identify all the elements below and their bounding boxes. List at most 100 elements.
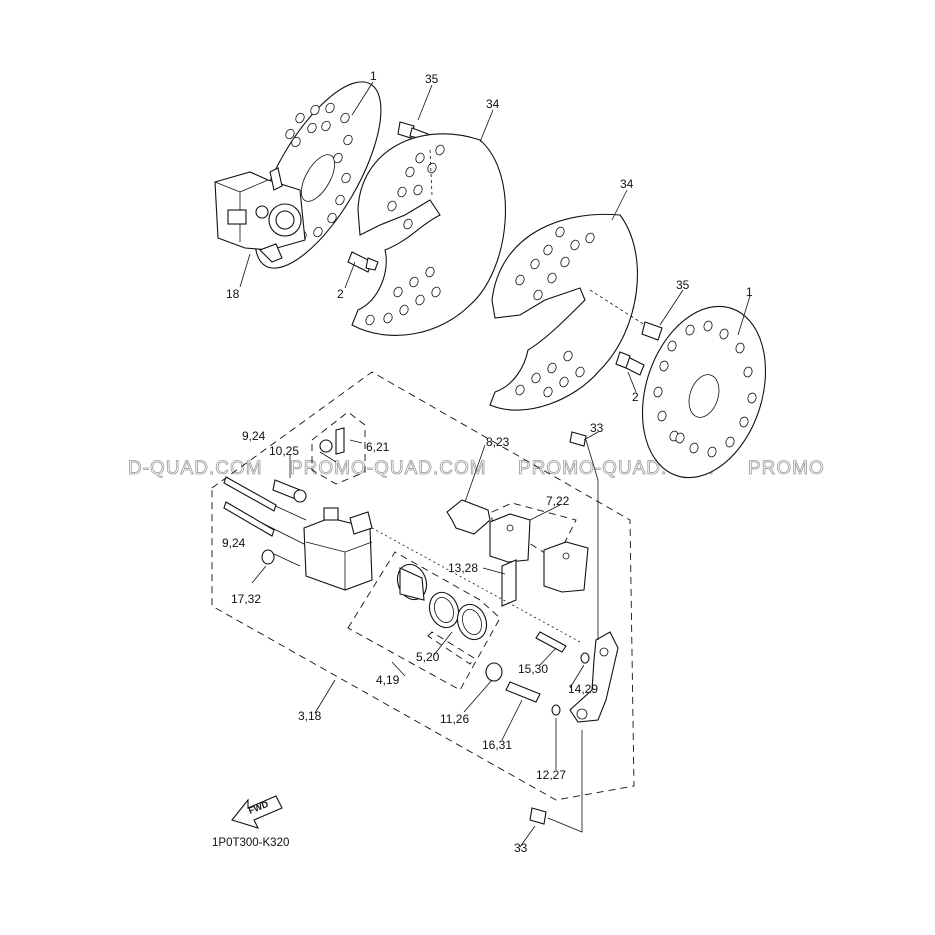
watermark-right: PROMO [748,458,825,479]
callout-17-32: 17,32 [231,592,261,606]
guard-bolt-right [589,289,663,341]
vent-hole [365,314,375,326]
caliper-assembly-top [214,167,306,263]
vent-hole [325,102,335,114]
callout-6-21: 6,21 [366,440,390,454]
callout-15-30: 15,30 [518,662,548,676]
callout-9-24-bottom: 9,24 [222,536,246,550]
callout-labels: 1 35 34 34 35 1 18 2 2 33 6,21 10,25 9,2… [222,69,753,855]
vent-hole [531,372,541,384]
caliper-piston [396,563,428,601]
callout-8-23: 8,23 [486,435,510,449]
disc-guard-left [351,133,506,336]
vent-hole [415,152,425,164]
vent-hole [530,258,540,270]
vent-hole [747,392,757,404]
vent-hole [343,134,353,146]
callout-1-top: 1 [370,69,377,83]
disc-bolt-left [347,251,379,273]
callout-16-31: 16,31 [482,738,512,752]
vent-hole [735,342,745,354]
callout-5-20: 5,20 [416,650,440,664]
vent-hole [295,112,305,124]
callout-33-top: 33 [590,421,604,435]
vent-hole [725,436,735,448]
vent-hole [413,184,423,196]
vent-hole [415,294,425,306]
vent-hole [387,200,397,212]
callout-2-left: 2 [337,287,344,301]
bleeder-group-outline [311,411,366,485]
pad-spring [446,499,491,535]
vent-hole [515,384,525,396]
callout-4-19: 4,19 [376,673,400,687]
vent-hole [653,386,663,398]
vent-hole [570,239,580,251]
pin-bolt-lower [223,501,275,537]
vent-hole [543,244,553,256]
bleeder-screw [319,427,345,463]
watermark-left: D-QUAD.COM [128,458,263,479]
caliper-body [303,507,373,591]
vent-hole [543,386,553,398]
vent-hole [425,266,435,278]
vent-hole [563,350,573,362]
vent-hole [689,442,699,454]
pads-group-outline [491,502,577,561]
vent-hole [707,446,717,458]
vent-hole [431,286,441,298]
diagram-code: 1P0T300-K320 [212,837,289,849]
washer-12-27 [551,704,561,716]
vent-hole [667,340,677,352]
washer-14-29 [580,652,590,664]
callout-2-right: 2 [632,390,639,404]
vent-hole [403,218,413,230]
guard-bolt-left [397,121,429,141]
callout-12-27: 12,27 [536,768,566,782]
vent-hole [313,226,323,238]
vent-hole [547,272,557,284]
vent-hole [555,226,565,238]
disc-bolt-right [615,351,645,376]
vent-hole [575,366,585,378]
disc-guard-right [489,213,638,411]
callout-18: 18 [226,287,240,301]
bolt-10-25 [272,479,307,503]
vent-hole [703,320,713,332]
callout-3-18: 3,18 [298,709,322,723]
vent-hole [333,152,343,164]
callout-34-left: 34 [486,97,500,111]
vent-hole [393,286,403,298]
cap-17-32 [261,549,275,565]
watermark-mid-1: PROMO-QUAD.COM [290,458,487,479]
vent-hole [307,122,317,134]
vent-hole [405,166,415,178]
vent-hole [675,432,685,444]
callout-10-25: 10,25 [269,444,299,458]
bracket-bolt-upper [569,431,599,640]
callout-11-26: 11,26 [440,712,469,726]
vent-hole [560,256,570,268]
piston-group-outline [347,551,501,691]
caliper-assembly-outline [211,371,635,801]
callout-35-right: 35 [676,278,690,292]
callout-35-left: 35 [425,72,439,86]
vent-hole [585,232,595,244]
slide-pin-15-30 [371,527,581,653]
piston-seals [428,591,488,641]
brake-pads [489,513,589,593]
vent-hole [383,312,393,324]
vent-hole [399,304,409,316]
callout-13-28: 13,28 [448,561,478,575]
vent-hole [285,128,295,140]
vent-hole [321,120,331,132]
vent-hole [559,376,569,388]
forward-arrow-icon: FWD [231,795,283,829]
vent-hole [685,324,695,336]
callout-leaders [239,81,751,848]
slide-pin-16-31 [505,681,541,703]
callout-33-bottom: 33 [514,841,528,855]
vent-hole [547,362,557,374]
bracket-bolt-lower [529,730,583,833]
callout-1-right: 1 [746,285,753,299]
